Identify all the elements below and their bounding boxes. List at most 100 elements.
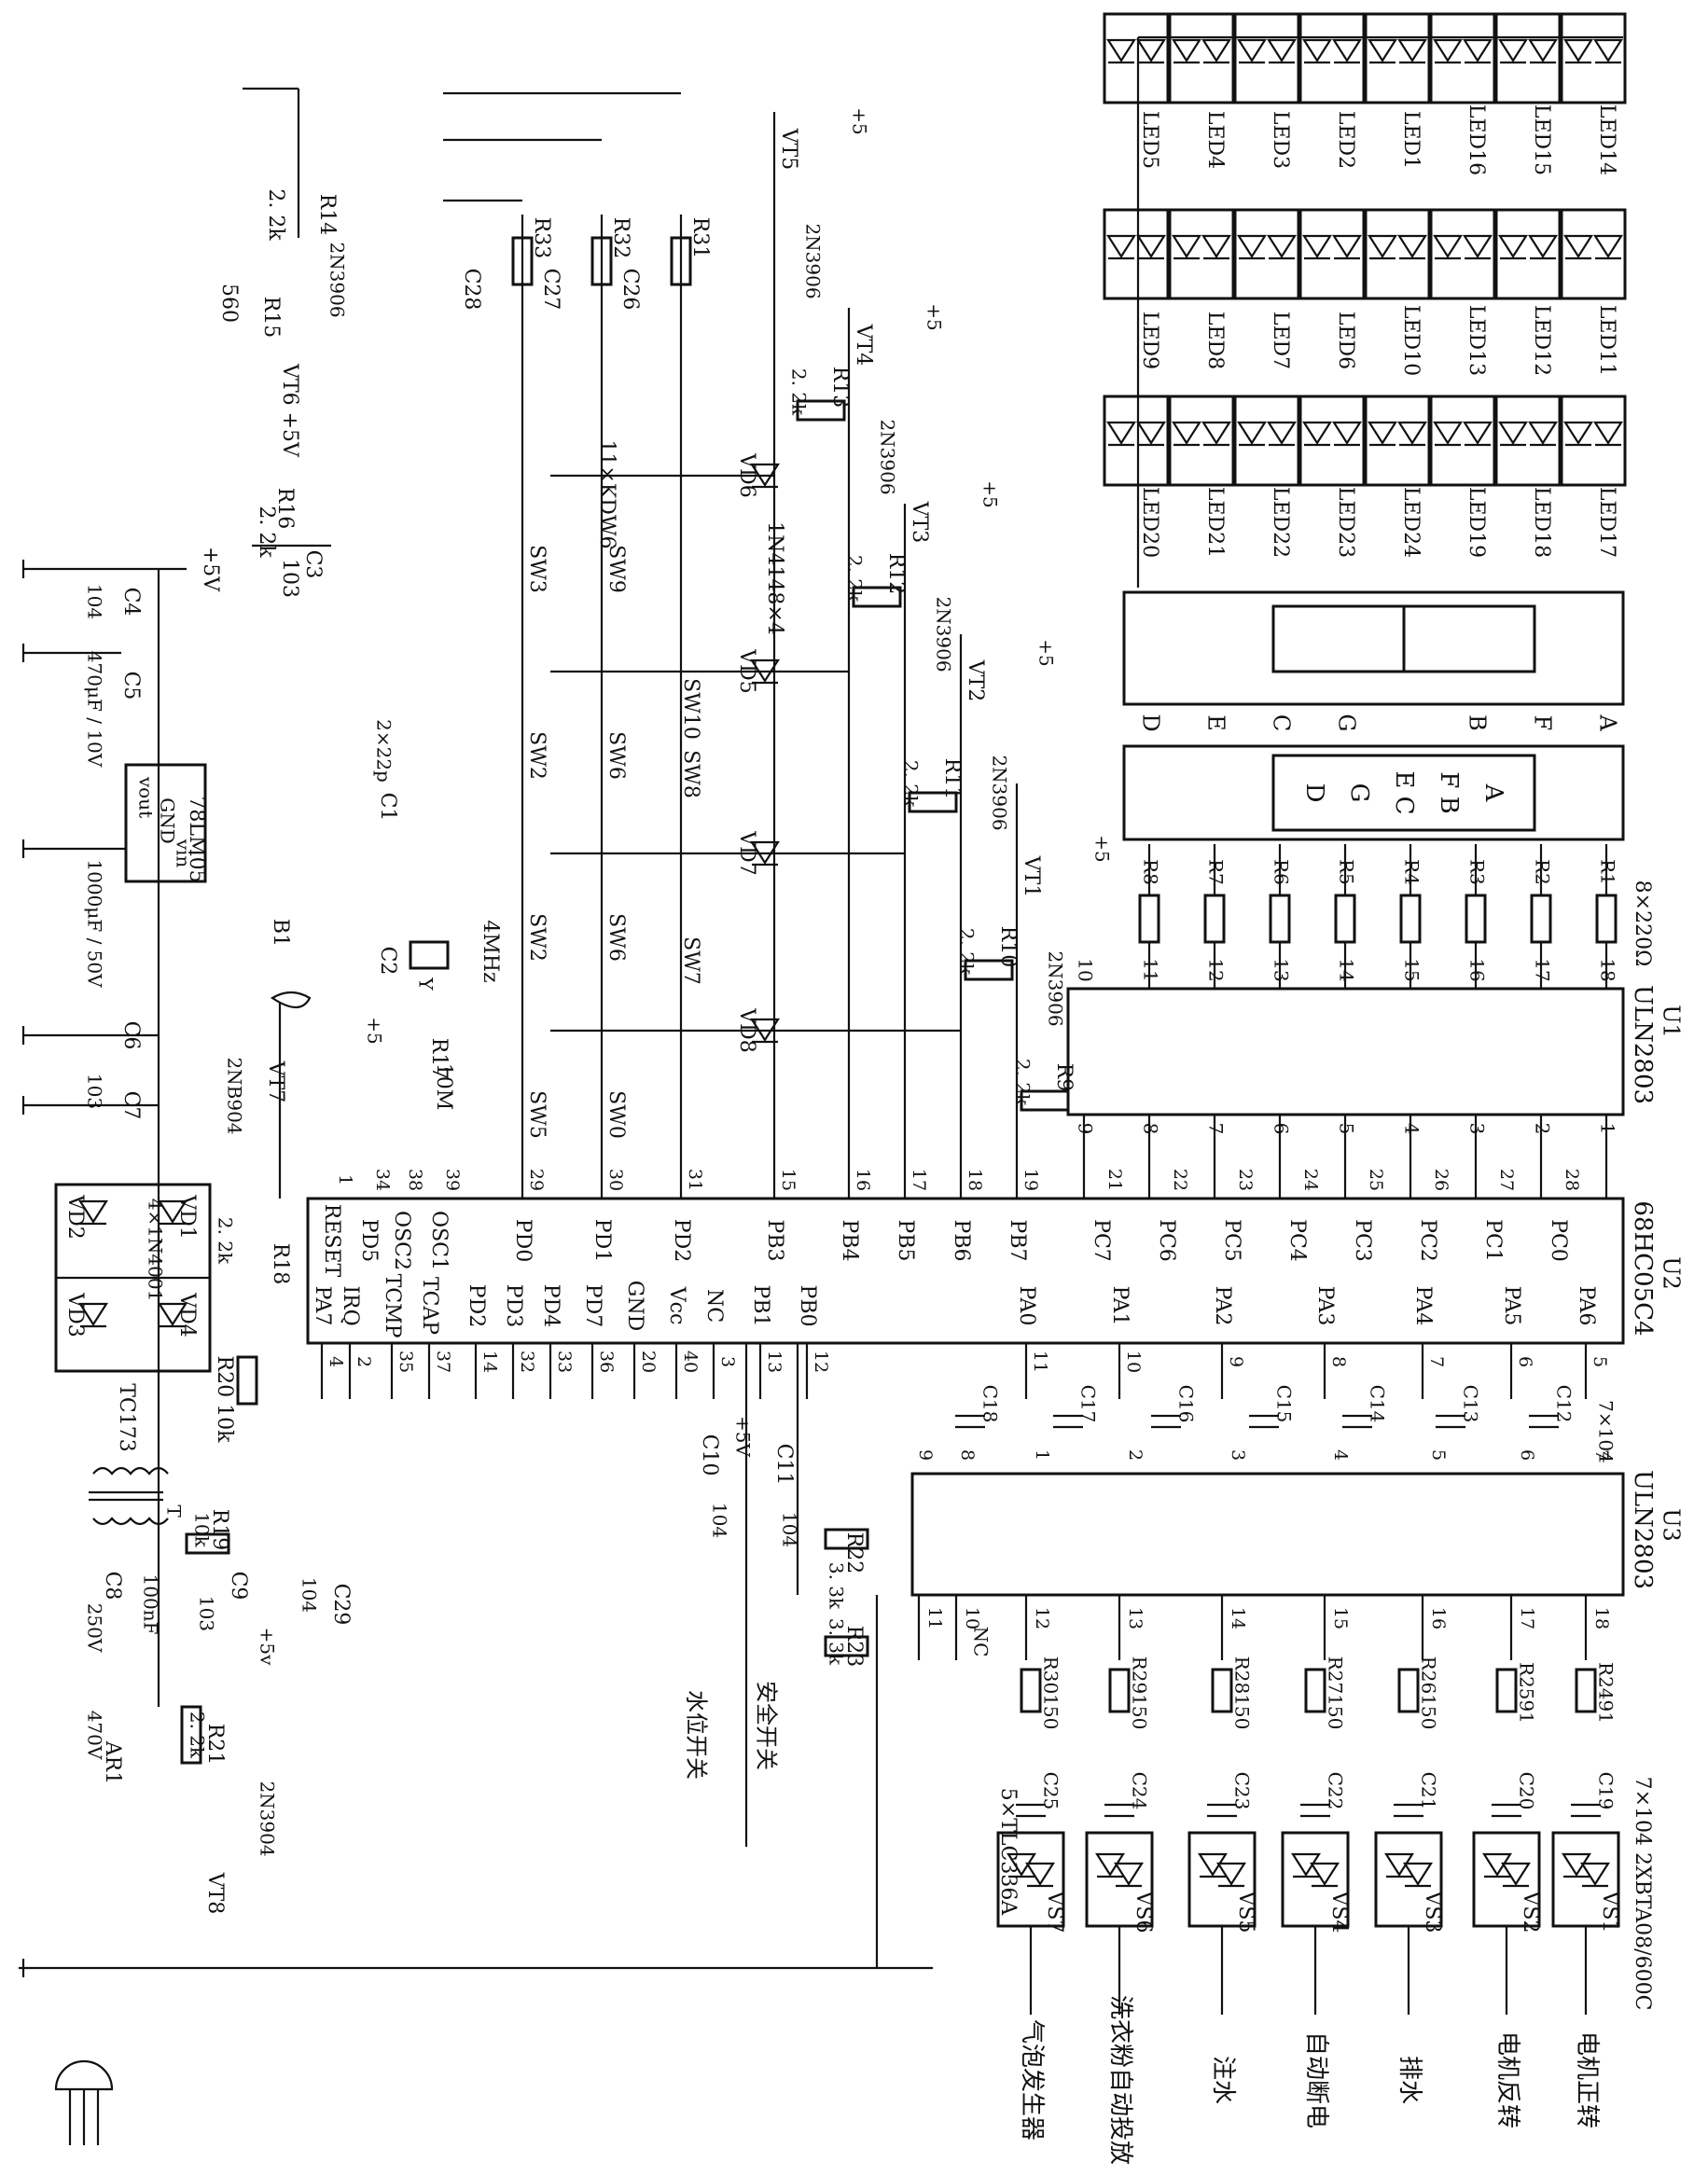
u2-top-label: PC3 xyxy=(1351,1219,1374,1262)
bridge-diode xyxy=(77,1199,109,1226)
seg1-label: E xyxy=(1203,714,1229,731)
output-resistor-label: R29150 xyxy=(1129,1656,1151,1730)
power-c4: C4 xyxy=(119,588,143,617)
u1-bottom-pin: 9 xyxy=(1075,1123,1097,1135)
output-resistor xyxy=(1575,1668,1597,1713)
u2-bottom-pin: 4 xyxy=(326,1356,346,1367)
output-resistor-label: R2491 xyxy=(1595,1662,1618,1724)
transistor-vt5: VT5 xyxy=(777,128,800,171)
output-cap-label: C20 xyxy=(1516,1772,1538,1810)
u2-bottom-pin: 8 xyxy=(1328,1356,1349,1367)
led-cell xyxy=(1298,395,1366,487)
u2-bottom-pin: 20 xyxy=(638,1351,659,1373)
u2-top-label: OSC2 xyxy=(390,1211,413,1270)
u1-bottom-pin: 3 xyxy=(1466,1123,1489,1135)
led-cell xyxy=(1494,12,1562,104)
seg2-label: E C xyxy=(1390,770,1418,814)
transistor-vt7-part: 2NB904 xyxy=(224,1057,246,1134)
switch-col2-label: SW6 xyxy=(604,913,628,962)
power-t: T xyxy=(163,1504,186,1518)
led-diode xyxy=(1135,38,1167,64)
u2-bottom-pin: 12 xyxy=(811,1351,831,1373)
seg2-label: G xyxy=(1345,783,1373,803)
u2-bottom-label: Vcc xyxy=(665,1286,688,1325)
u2-top-pin: 19 xyxy=(1021,1169,1041,1191)
u2-body xyxy=(306,1197,1625,1345)
led-diode xyxy=(1331,234,1363,260)
buzzer-b1 xyxy=(270,991,312,1009)
led-label: LED23 xyxy=(1334,487,1357,558)
output-function-label: 电机正转 xyxy=(1573,2031,1601,2128)
diode-label-vd7: VD7 xyxy=(735,830,758,876)
led-cell xyxy=(1494,395,1562,487)
triac-diode xyxy=(1402,1862,1434,1888)
diode-note: 1N4148×4 xyxy=(763,521,786,635)
pa-cap-label: C14 xyxy=(1367,1385,1389,1423)
u2-bottom-pin: 6 xyxy=(1515,1356,1535,1367)
transistor-vt2-vcc: +5 xyxy=(1035,639,1058,666)
u2-top-label: PC4 xyxy=(1285,1219,1309,1262)
led-diode xyxy=(1171,234,1202,260)
u2-top-pin: 38 xyxy=(405,1169,425,1191)
u2-top-label: PD0 xyxy=(511,1219,535,1262)
misc-r22: R22 xyxy=(842,1532,866,1574)
transistor-vt8: VT8 xyxy=(203,1872,227,1915)
transistor-vt3: VT3 xyxy=(908,501,931,544)
misc-c9v: 103 xyxy=(196,1596,218,1631)
output-function-label: 洗衣粉自动投放 xyxy=(1106,1995,1134,2165)
pa-cap-label: C17 xyxy=(1077,1385,1100,1423)
segment-resistor-label: R5 xyxy=(1336,859,1358,885)
u2-top-pin: 23 xyxy=(1235,1169,1256,1191)
triac-note-2: 7×104 2XBTA08/600C xyxy=(1631,1777,1654,2011)
u2-top-label: PB4 xyxy=(838,1220,861,1262)
led-label: LED20 xyxy=(1138,487,1161,558)
pa-cap-label: C16 xyxy=(1175,1385,1198,1423)
led-cell xyxy=(1168,208,1235,300)
segment-resistor xyxy=(1530,894,1552,944)
power-reg-vin: vin xyxy=(173,839,195,868)
u3-bottom-pin: 14 xyxy=(1228,1607,1248,1629)
reset-r14: R14 xyxy=(315,194,339,236)
reset-vt6-part: 2N3906 xyxy=(326,242,349,317)
output-resistor-label: R2591 xyxy=(1516,1662,1538,1724)
u3-bottom-pin: 16 xyxy=(1428,1607,1449,1629)
u2-top-pin: 34 xyxy=(372,1169,393,1191)
u2-part: 68HC05C4 xyxy=(1629,1200,1657,1336)
switch-col2-label: SW0 xyxy=(604,1090,628,1139)
output-resistor xyxy=(1495,1668,1518,1713)
segment-resistor-label: R1 xyxy=(1597,859,1619,885)
led-label: LED9 xyxy=(1138,312,1161,369)
base-resistor-value: 2. 2k xyxy=(956,928,979,976)
switch-col3-label: SW8 xyxy=(679,750,702,798)
output-function-label: 排水 xyxy=(1396,2056,1423,2104)
switch-col1-label: SW2 xyxy=(525,731,549,780)
output-resistor-label: R27150 xyxy=(1325,1656,1347,1730)
u2-bottom-label: GND xyxy=(623,1281,646,1331)
triac-diode xyxy=(1579,1862,1611,1888)
osc-r17: R17 xyxy=(427,1038,451,1080)
led-label: LED18 xyxy=(1530,487,1553,558)
led-cell xyxy=(1560,208,1627,300)
base-resistor-value: 2. 2k xyxy=(900,760,923,808)
u2-top-pin: 27 xyxy=(1496,1169,1517,1191)
base-resistor xyxy=(796,399,846,422)
triac-diode xyxy=(1561,1852,1592,1878)
led-label: LED8 xyxy=(1203,312,1227,369)
pa-cap-label: C13 xyxy=(1460,1385,1482,1423)
misc-c9: C9 xyxy=(227,1572,250,1601)
seg1-label: B xyxy=(1465,714,1491,731)
seg-display-2-window xyxy=(1271,754,1536,832)
seg1-label: G xyxy=(1334,714,1360,731)
output-cap-label: C21 xyxy=(1418,1772,1440,1810)
led-label: LED22 xyxy=(1269,487,1292,558)
base-resistor-label: R10 xyxy=(996,926,1020,968)
triac-diode xyxy=(1481,1852,1513,1878)
led-diode xyxy=(1527,421,1559,447)
base-resistor-label: R9 xyxy=(1052,1063,1076,1092)
u2-bottom-pin: 3 xyxy=(717,1356,738,1367)
reset-c3: C3 xyxy=(301,550,325,579)
u2-bottom-pin: 35 xyxy=(396,1351,416,1373)
power-plus5v: +5V xyxy=(199,547,222,592)
u2-bottom-label: PB0 xyxy=(796,1285,819,1327)
power-c8v2: 250V xyxy=(84,1603,106,1653)
